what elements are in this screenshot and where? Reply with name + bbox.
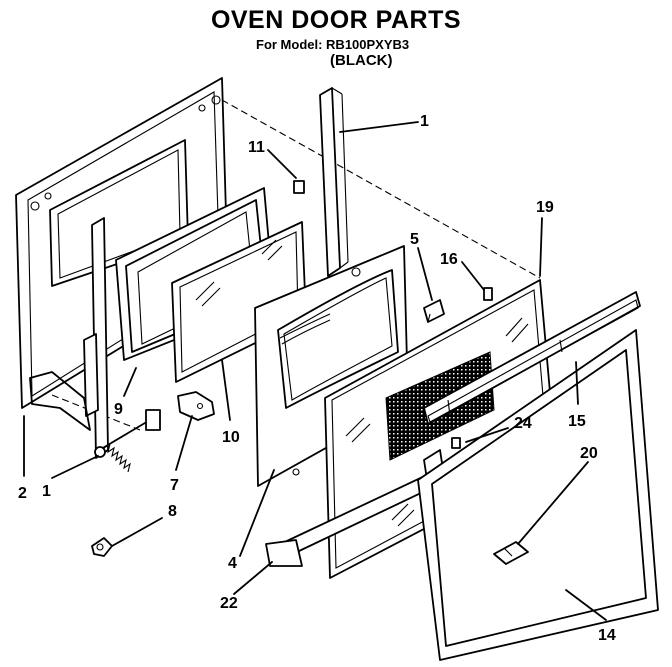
callout-14: 14 [598, 627, 616, 644]
callout-11: 11 [248, 139, 265, 156]
callout-16: 16 [440, 251, 458, 268]
stop-block-8 [91, 537, 113, 557]
outer-door-frame [417, 329, 659, 661]
callout-1-top: 1 [420, 113, 429, 130]
callout-24: 24 [514, 415, 532, 432]
clip-16 [483, 287, 493, 301]
clip-11 [293, 180, 305, 194]
leader-lines [23, 121, 607, 621]
callout-8: 8 [168, 503, 177, 520]
callout-20: 20 [580, 445, 598, 462]
callout-15: 15 [568, 413, 586, 430]
top-vent-trim [423, 291, 641, 425]
hinge-receiver-7 [177, 391, 215, 421]
callout-7: 7 [170, 477, 179, 494]
bracket-5 [423, 299, 445, 323]
bracket-20 [493, 541, 529, 565]
hinge-spring [94, 409, 161, 473]
color-label: (BLACK) [330, 52, 393, 69]
hinge-bracket [29, 217, 109, 459]
clip-24 [451, 437, 461, 449]
callout-2: 2 [18, 485, 27, 502]
callout-5: 5 [410, 231, 419, 248]
callout-10: 10 [222, 429, 240, 446]
model-label: For Model: RB100PXYB3 [256, 37, 410, 52]
callout-labels: 1 11 19 5 16 9 10 15 24 20 2 1 7 8 4 22 … [18, 113, 616, 644]
callout-1-bottom: 1 [42, 483, 51, 500]
callout-22: 22 [220, 595, 238, 612]
callout-19: 19 [536, 199, 554, 216]
diagram-title: OVEN DOOR PARTS [210, 6, 462, 34]
door-side-channel [319, 87, 349, 277]
callout-4: 4 [228, 555, 237, 572]
callout-9: 9 [114, 401, 123, 418]
